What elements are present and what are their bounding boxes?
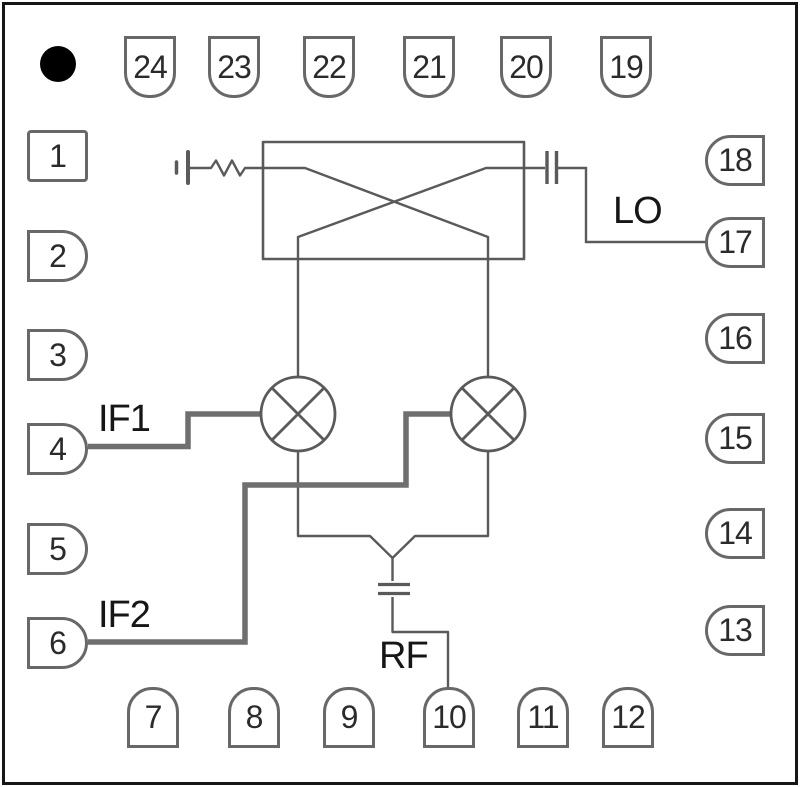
- ground-icon: [174, 150, 190, 185]
- pin-22: 22: [303, 36, 355, 98]
- pin-18: 18: [705, 135, 765, 186]
- pin-6: 6: [27, 617, 88, 669]
- pin-19: 19: [600, 36, 652, 98]
- pin-2: 2: [27, 230, 88, 282]
- rf-capacitor-icon: [378, 582, 410, 596]
- pin-10: 10: [423, 687, 475, 748]
- mixer-left-icon: [259, 375, 337, 453]
- pin-1: 1: [27, 130, 88, 182]
- pin-12: 12: [602, 687, 654, 748]
- pin-5: 5: [27, 523, 88, 575]
- pin-17: 17: [705, 217, 765, 268]
- mixer-right-icon: [449, 375, 527, 453]
- if2-port-label: IF2: [98, 594, 151, 636]
- pin-14: 14: [705, 508, 765, 559]
- lo-port-label: LO: [613, 190, 663, 232]
- pin-15: 15: [705, 413, 765, 464]
- pin-3: 3: [27, 329, 88, 381]
- rf-port-label: RF: [379, 635, 429, 677]
- pin-11: 11: [517, 687, 569, 748]
- pin-13: 13: [705, 605, 765, 656]
- lo-wire: [524, 166, 705, 244]
- rf-wire: [391, 597, 450, 688]
- pin-8: 8: [228, 687, 280, 748]
- pin-4: 4: [27, 423, 88, 475]
- if1-wire: [88, 411, 262, 450]
- if1-port-label: IF1: [98, 398, 151, 440]
- pin-7: 7: [127, 687, 179, 748]
- resistor-icon: [190, 159, 263, 177]
- pin-23: 23: [208, 36, 260, 98]
- pin-21: 21: [403, 36, 455, 98]
- pin-24: 24: [124, 36, 176, 98]
- pin-9: 9: [323, 687, 375, 748]
- pin1-marker-dot: [40, 46, 76, 82]
- lo-dc-block-capacitor-icon: [545, 151, 559, 184]
- pin-20: 20: [500, 36, 552, 98]
- if2-wire: [88, 411, 452, 645]
- combiner-wires: [296, 451, 490, 581]
- balun-transformer: [261, 140, 526, 377]
- pin-16: 16: [705, 313, 765, 364]
